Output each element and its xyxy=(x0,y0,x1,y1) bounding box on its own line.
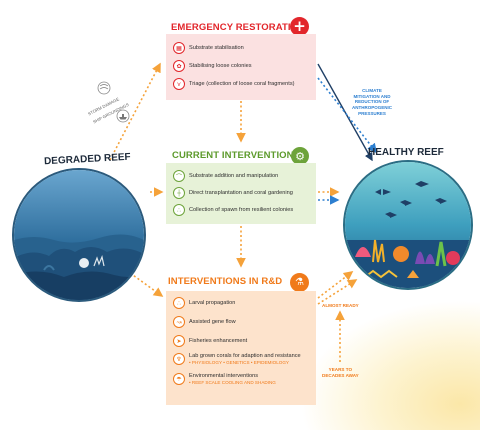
rnd-title: INTERVENTIONS IN R&D xyxy=(168,276,283,287)
emergency-item-3: ⋎Triage (collection of loose coral fragm… xyxy=(173,78,295,90)
arrow-emergency-to-healthy xyxy=(317,63,373,162)
emergency-title: EMERGENCY RESTORATION xyxy=(171,22,306,33)
flask-icon: ⚗ xyxy=(290,273,309,292)
diagram: STORM DAMAGE SHIP GROUNDINGS EMERGENCY R… xyxy=(12,17,480,430)
fish-icon: ➤ xyxy=(173,335,185,347)
current-panel: ⌒Substrate addition and manipulation ┼Di… xyxy=(166,163,316,224)
coral-colony-icon: ✿ xyxy=(173,60,185,72)
current-title: CURRENT INTERVENTIONS xyxy=(172,150,301,161)
storm-icon xyxy=(97,81,111,95)
emergency-item-1: ▦Substrate stabilisation xyxy=(173,42,244,54)
substrate-addition-icon: ⌒ xyxy=(173,170,185,182)
rnd-panel: ∴Larval propagation ↝Assisted gene flow … xyxy=(166,291,316,405)
emergency-panel: ▦Substrate stabilisation ✿Stabilising lo… xyxy=(166,34,316,100)
plus-icon: + xyxy=(290,17,309,36)
rnd-item-4-sub: • PHYSIOLOGY • GENETICS • EPIDEMIOLOGY xyxy=(189,360,289,365)
transplant-icon: ┼ xyxy=(173,187,185,199)
rnd-item-4-label: Lab grown corals for adaption and resist… xyxy=(189,353,301,359)
rnd-item-4: ♆ Lab grown corals for adaption and resis… xyxy=(173,353,301,365)
cooling-icon: ☂ xyxy=(173,373,185,385)
healthy-reef-illustration xyxy=(343,160,473,290)
arrow-degraded-to-emergency xyxy=(109,62,161,161)
degraded-reef-illustration xyxy=(12,168,146,302)
substrate-icon: ▦ xyxy=(173,42,185,54)
current-item-3: ∴Collection of spawn from resilient colo… xyxy=(173,204,293,216)
rnd-item-1: ∴Larval propagation xyxy=(173,297,235,309)
rnd-item-3: ➤Fisheries enhancement xyxy=(173,335,247,347)
current-item-2: ┼Direct transplantation and coral garden… xyxy=(173,187,293,199)
rnd-item-2: ↝Assisted gene flow xyxy=(173,316,236,328)
spawn-icon: ∴ xyxy=(173,204,185,216)
background-wash xyxy=(300,300,480,430)
larvae-icon: ∴ xyxy=(173,297,185,309)
arrow-rnd-to-healthy-2 xyxy=(317,279,358,305)
almost-ready-label: ALMOST READY xyxy=(322,303,359,308)
arrow-emergency-to-healthy-blue xyxy=(317,77,377,154)
current-item-1: ⌒Substrate addition and manipulation xyxy=(173,170,278,182)
emergency-item-2: ✿Stabilising loose colonies xyxy=(173,60,252,72)
healthy-reef-label: HEALTHY REEF xyxy=(368,147,444,158)
lab-coral-icon: ♆ xyxy=(173,353,185,365)
rnd-item-5-label: Environmental interventions xyxy=(189,373,259,379)
coral-fragment-icon: ⋎ xyxy=(173,78,185,90)
years-label: YEARS TO DECADES AWAY xyxy=(322,367,359,378)
gear-icon: ⚙ xyxy=(291,147,309,165)
rnd-item-5: ☂ Environmental interventions• REEF SCALE… xyxy=(173,373,276,385)
gene-flow-icon: ↝ xyxy=(173,316,185,328)
rnd-item-5-sub: • REEF SCALE COOLING AND SHADING xyxy=(189,380,276,385)
climate-annotation: CLIMATE MITIGATION AND REDUCTION OF ANTH… xyxy=(352,88,393,116)
